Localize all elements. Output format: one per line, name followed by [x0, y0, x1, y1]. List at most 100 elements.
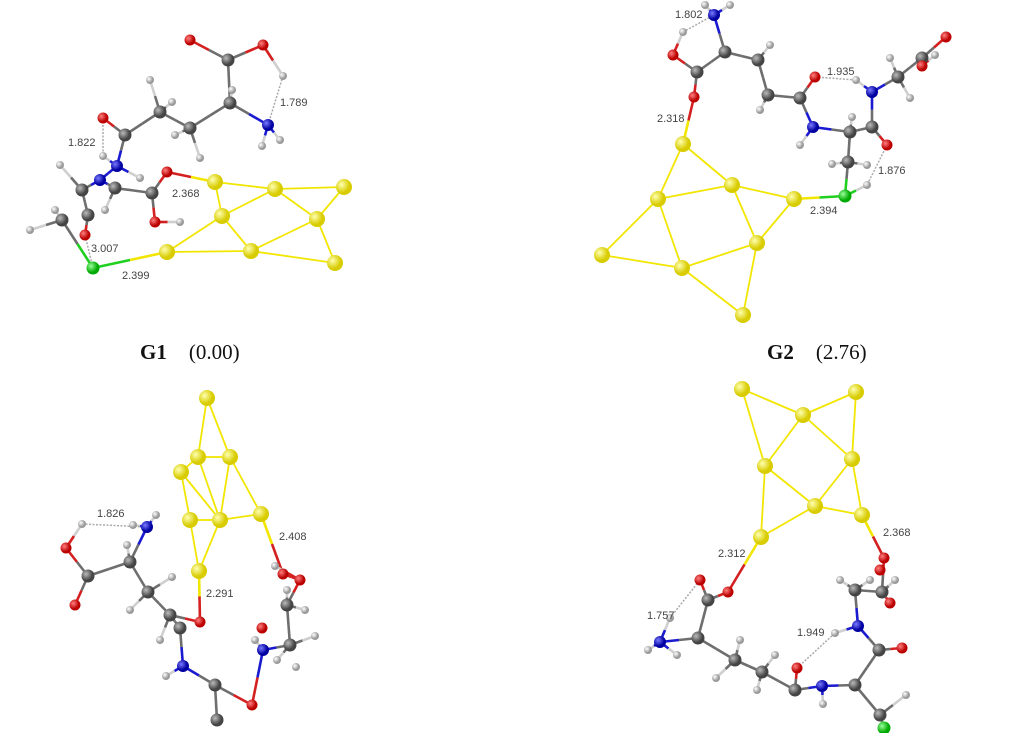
g4-hydrogen-atom [866, 576, 874, 584]
g3-distance-o-au-2: 2.408 [279, 531, 307, 543]
g1-carbon-atom [153, 105, 167, 119]
g3-hydrogen-atom [301, 606, 309, 614]
g2-hydrogen-atom [848, 113, 856, 121]
g2-gold-atom [749, 235, 765, 251]
g4-distance-nh-o: 1.757 [647, 610, 675, 622]
g2-chlorine-atom [838, 189, 852, 203]
g3-oxygen-atom [294, 574, 306, 586]
g1-hydrogen-atom [228, 86, 236, 94]
g3-hydrogen-atom [283, 586, 291, 594]
g1-chlorine-atom [86, 261, 100, 275]
g4-hydrogen-atom [753, 686, 761, 694]
g3-nitrogen-atom [141, 521, 153, 533]
g1-oxygen-atom [79, 229, 91, 241]
g4-carbon-atom [875, 585, 889, 599]
g2-hydrogen-atom [766, 41, 774, 49]
g1-energy: (0.00) [188, 340, 240, 364]
g2-hydrogen-atom [852, 76, 860, 84]
g3-hydrogen-atom [123, 541, 131, 549]
g4-hydrogen-atom [891, 576, 899, 584]
g3-carbon-atom [210, 713, 224, 727]
g3-hydrogen-atom [156, 636, 164, 644]
g2-hydrogen-atom [679, 28, 687, 36]
g2-nitrogen-atom [708, 9, 720, 21]
g1-carbon-atom [108, 181, 122, 195]
g4-distance-o-hn: 1.949 [797, 627, 825, 639]
g3-hydrogen-atom [311, 632, 319, 640]
g1-distance-nh-o: 1.822 [68, 137, 96, 149]
g4-hydrogen-atom [673, 651, 681, 659]
g4-gold-atom [795, 407, 811, 423]
g1-gold-atom [243, 243, 259, 259]
g3-hydrogen-atom [129, 521, 137, 529]
g1-distance-oh-n: 1.789 [280, 97, 308, 109]
g3-gold-atom [212, 512, 228, 528]
g2-hydrogen-atom [756, 106, 764, 114]
g4-gold-atom [848, 384, 864, 400]
g4-gold-atom [757, 458, 773, 474]
g3-nitrogen-atom [177, 660, 189, 672]
g1-distance-o-au: 2.368 [172, 188, 200, 200]
g3-hydrogen-atom [78, 520, 86, 528]
g1-hydrogen-atom [26, 226, 34, 234]
g4-hydrogen-atom [712, 674, 720, 682]
g2-oxygen-atom [881, 139, 893, 151]
g2-oxygen-atom [809, 71, 821, 83]
g2-nitrogen-atom [866, 86, 878, 98]
g1-hydrogen-atom [258, 142, 266, 150]
g3-gold-atom [222, 449, 238, 465]
g2-gold-atom [674, 260, 690, 276]
g2-caption: G2 (2.76) [767, 340, 867, 365]
g1-hydrogen-bond [267, 75, 284, 126]
g4-hydrogen-bond [669, 579, 701, 619]
g1-nitrogen-atom [262, 119, 274, 131]
g2-carbon-atom [690, 65, 704, 79]
g2-hydrogen-atom [863, 161, 871, 169]
g4-oxygen-atom [884, 597, 896, 609]
g2-carbon-atom [891, 70, 905, 84]
g1-gold-atom [214, 208, 230, 224]
g3-carbon-atom [173, 621, 187, 635]
g3-hydrogen-atom [273, 656, 281, 664]
g2-carbon-atom [761, 88, 775, 102]
g4-oxygen-atom [694, 574, 706, 586]
g2-distance-cl-h: 1.876 [878, 165, 906, 177]
g1-hydrogen-atom [176, 218, 184, 226]
g3-oxygen-atom [69, 599, 81, 611]
g4-hydrogen-atom [666, 614, 674, 622]
g3-hydrogen-atom [292, 663, 300, 671]
g2-label: G2 [767, 340, 794, 364]
g2-nitrogen-atom [807, 121, 819, 133]
g4-hydrogen-atom [771, 651, 779, 659]
g2-gold-atom [735, 307, 751, 323]
g2-carbon-atom [841, 155, 855, 169]
g2-distance-o-hn: 1.935 [827, 66, 855, 78]
g4-hydrogen-atom [902, 691, 910, 699]
g4-carbon-atom [755, 665, 769, 679]
g4-hydrogen-atom [819, 700, 827, 708]
g3-carbon-atom [141, 585, 155, 599]
g2-carbon-atom [843, 125, 857, 139]
g3-hydrogen-atom [271, 562, 279, 570]
g2-carbon-atom [915, 51, 929, 65]
g2-oxygen-atom [688, 91, 700, 103]
g1-hydrogen-atom [56, 161, 64, 169]
g4-carbon-atom [691, 631, 705, 645]
g3-carbon-atom [163, 608, 177, 622]
g1-oxygen-atom [161, 166, 173, 178]
g2-carbon-atom [718, 45, 732, 59]
g4-oxygen-atom [722, 586, 734, 598]
g4-nitrogen-atom [654, 636, 666, 648]
g4-gold-atom [844, 451, 860, 467]
g2-energy: (2.76) [815, 340, 867, 364]
g4-hydrogen-atom [644, 646, 652, 654]
g2-hydrogen-atom [931, 51, 939, 59]
g1-carbon-atom [55, 213, 69, 227]
g4-gold-atom [734, 381, 750, 397]
g4-carbon-atom [788, 683, 802, 697]
g4-hydrogen-atom [736, 636, 744, 644]
g4-distance-o-au-2: 2.368 [883, 527, 911, 539]
g3-oxygen-atom [194, 616, 206, 628]
g1-hydrogen-atom [51, 206, 59, 214]
g1-hydrogen-atom [168, 98, 176, 106]
